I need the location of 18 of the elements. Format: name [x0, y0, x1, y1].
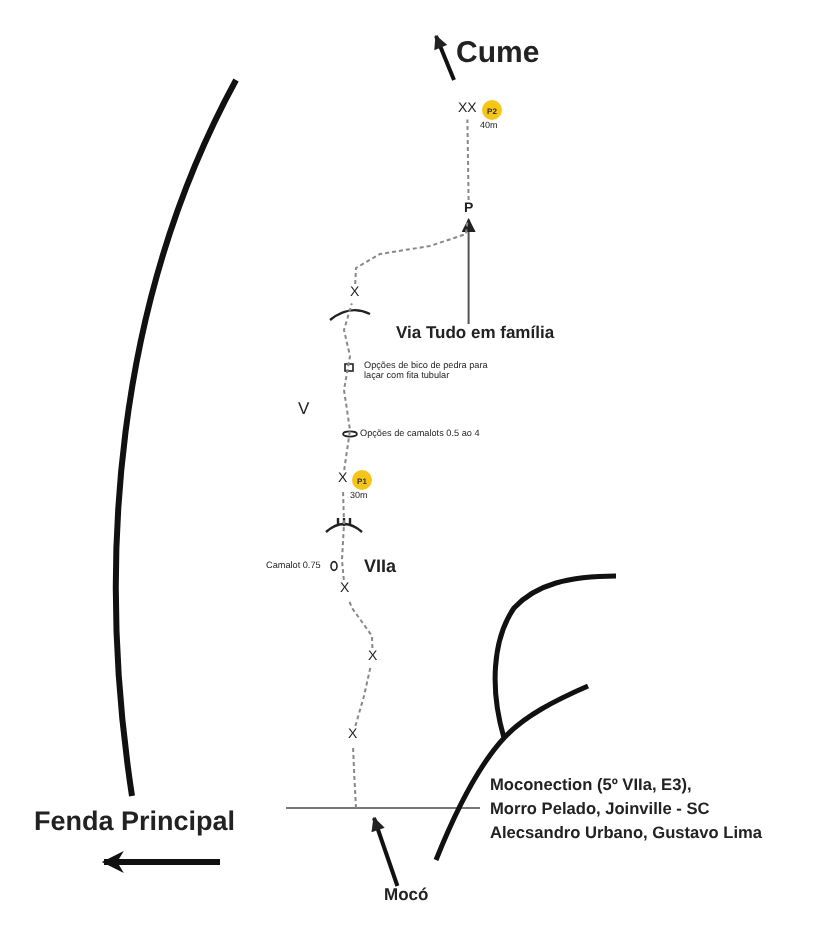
route-line — [354, 218, 469, 285]
route-line — [342, 302, 353, 471]
route-line — [352, 744, 357, 809]
grade-label: V — [298, 400, 310, 419]
route-info-text: Alecsandro Urbano, Gustavo Lima — [490, 824, 763, 843]
pointer-arrow — [461, 218, 476, 325]
grade-label: VIIa — [364, 558, 397, 578]
pointer-arrow — [371, 816, 400, 887]
route-info-text: Morro Pelado, Joinville - SC — [490, 800, 710, 819]
crack-label: Fenda Principal — [34, 808, 236, 838]
summit-label: Cume — [456, 38, 540, 71]
route-line — [354, 666, 372, 727]
route-line — [466, 118, 470, 201]
route-line — [347, 598, 374, 649]
route-info-text: Moconection (5º VIIa, E3), — [490, 776, 692, 795]
route-line — [341, 488, 345, 581]
start-label: Mocó — [384, 886, 429, 905]
route-name-label: Via Tudo em família — [396, 324, 555, 343]
